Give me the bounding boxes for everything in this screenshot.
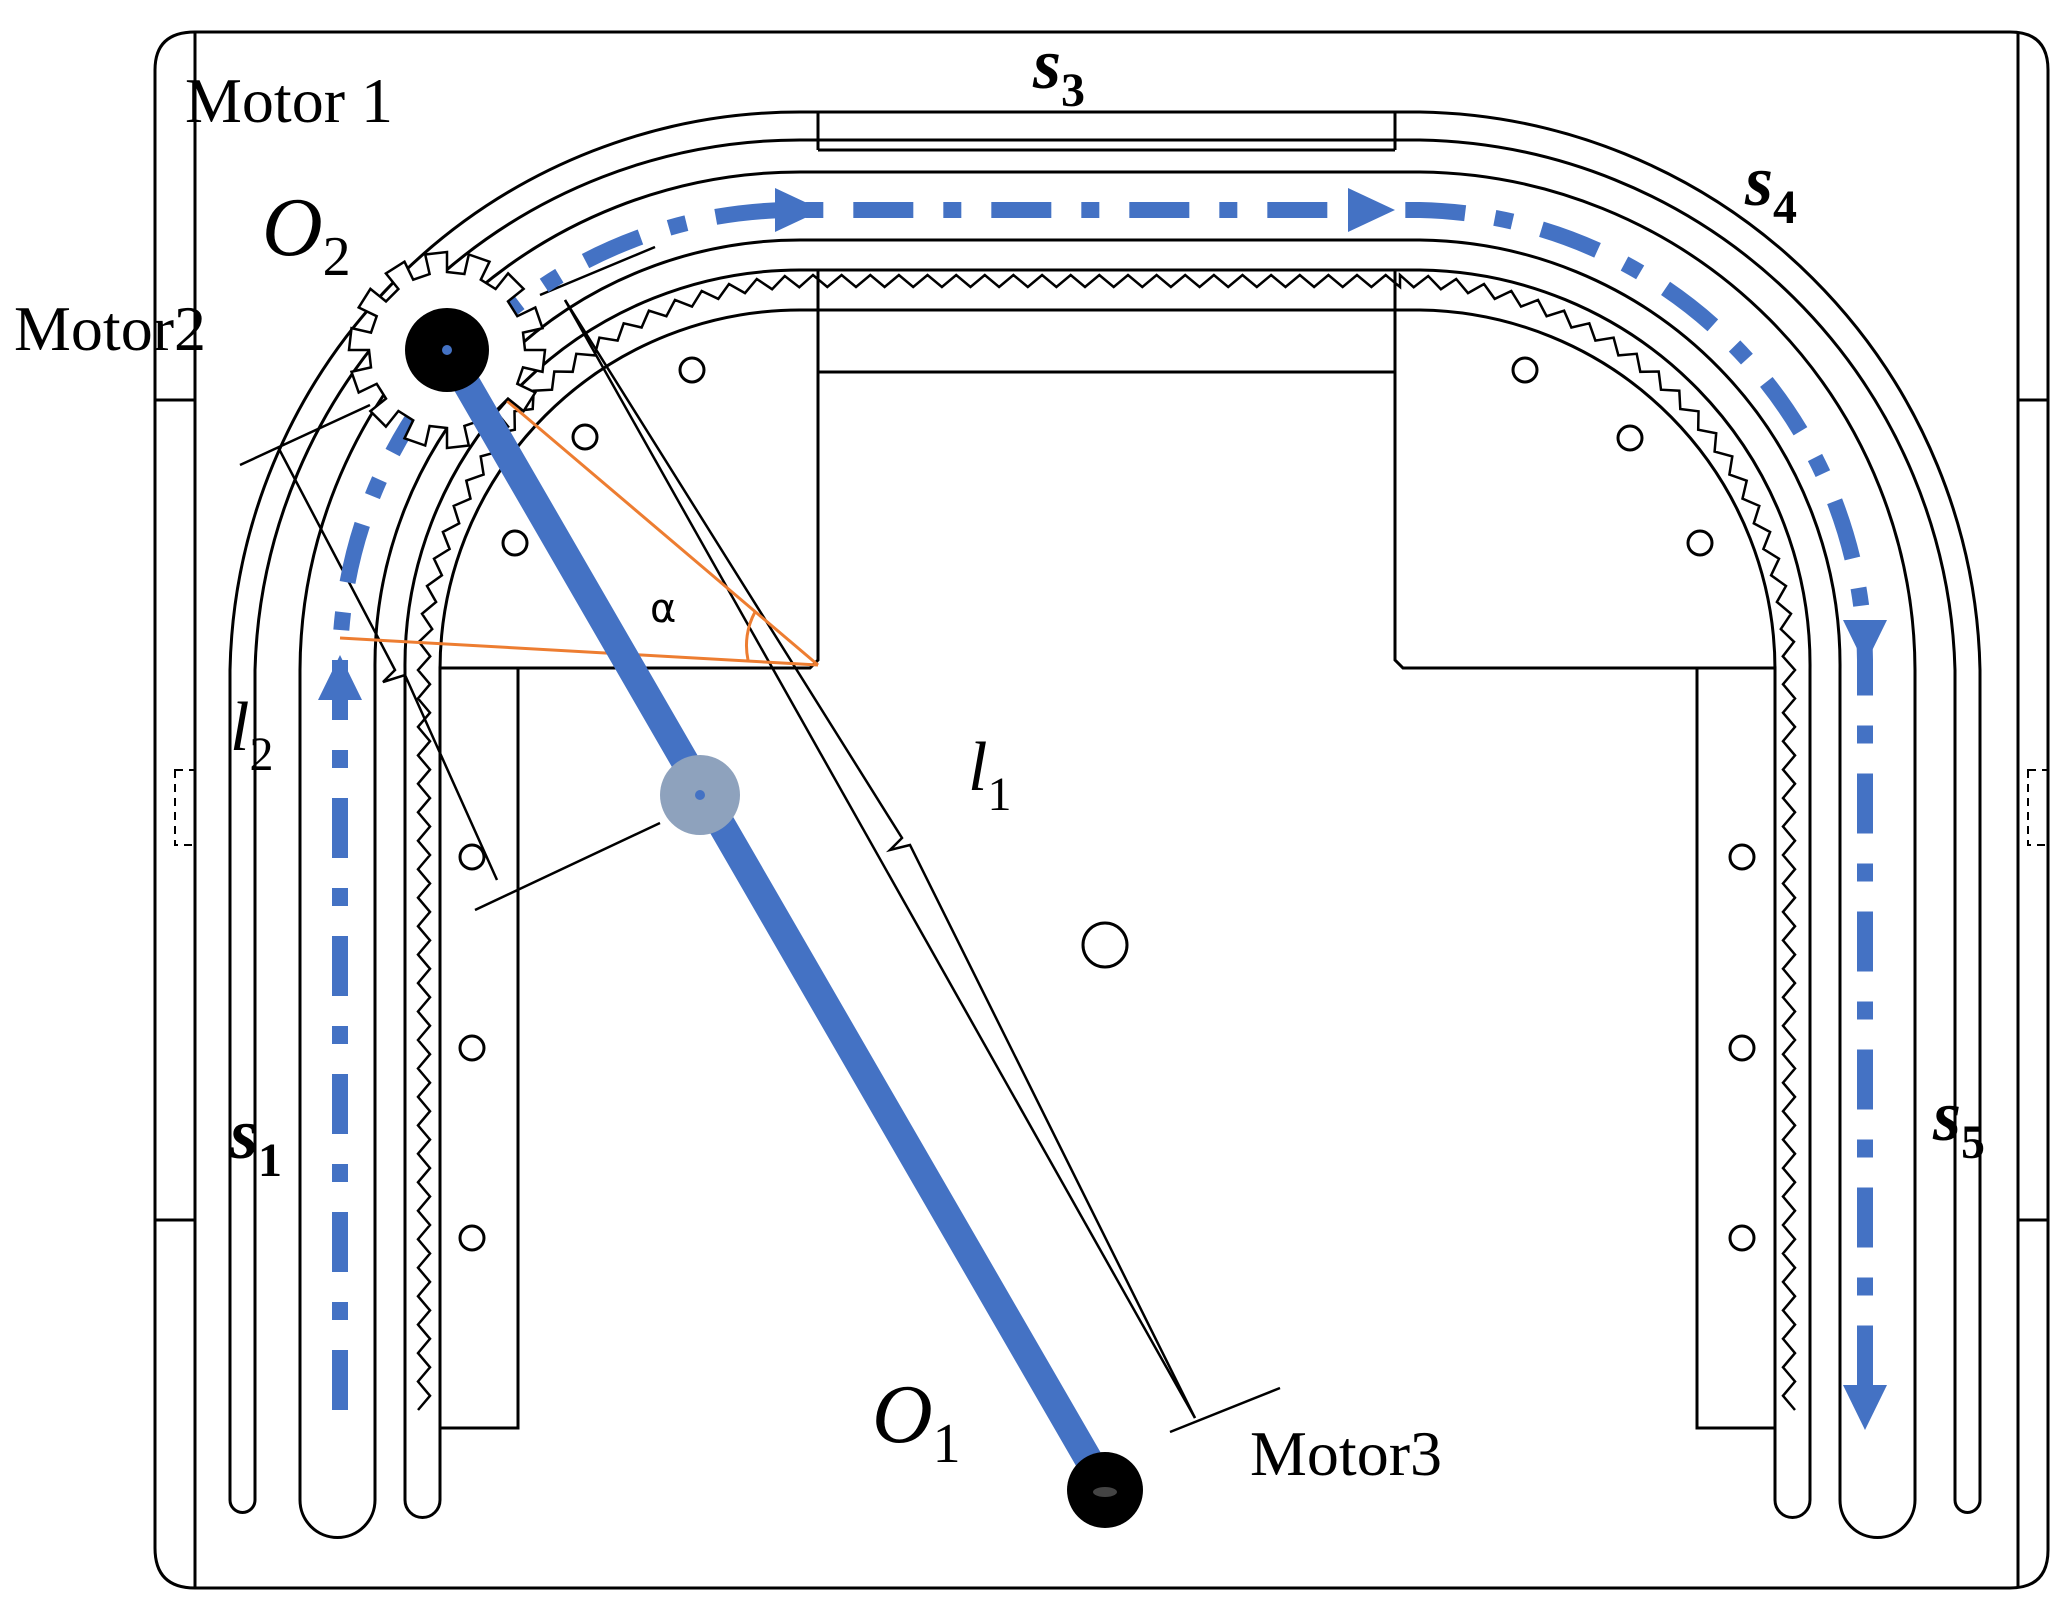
arrow-down-icon (1843, 1385, 1887, 1430)
label-s4: s4 (1744, 141, 1797, 234)
label-l1: l1 (968, 729, 1011, 821)
label-o2: O2 (262, 181, 351, 288)
gear-rack (416, 272, 1797, 1411)
label-motor2: Motor2 (14, 293, 206, 364)
arm-link (433, 336, 1119, 1502)
label-alpha: α (650, 586, 676, 632)
label-s5: s5 (1932, 1076, 1985, 1169)
base-frame (153, 30, 2050, 1590)
label-s1: s1 (229, 1094, 282, 1187)
dimension-lines (239, 245, 1281, 1434)
arrow-right-icon (1348, 188, 1395, 232)
label-l2: l2 (230, 689, 273, 781)
label-motor3: Motor3 (1250, 1418, 1442, 1489)
arrow-up-icon (318, 655, 362, 700)
label-o1: O1 (872, 1368, 961, 1475)
arrow-right-icon (775, 188, 822, 232)
label-s3: s3 (1032, 24, 1085, 117)
path-arrows (318, 188, 1887, 1430)
label-motor1: Motor 1 (185, 65, 393, 136)
motion-path (332, 201, 1873, 1410)
inner-plate (438, 270, 1777, 1430)
angle-alpha (339, 348, 819, 667)
arrow-down-icon (1843, 620, 1887, 665)
mount-holes (458, 356, 1756, 1252)
track-channels (228, 110, 1982, 1539)
